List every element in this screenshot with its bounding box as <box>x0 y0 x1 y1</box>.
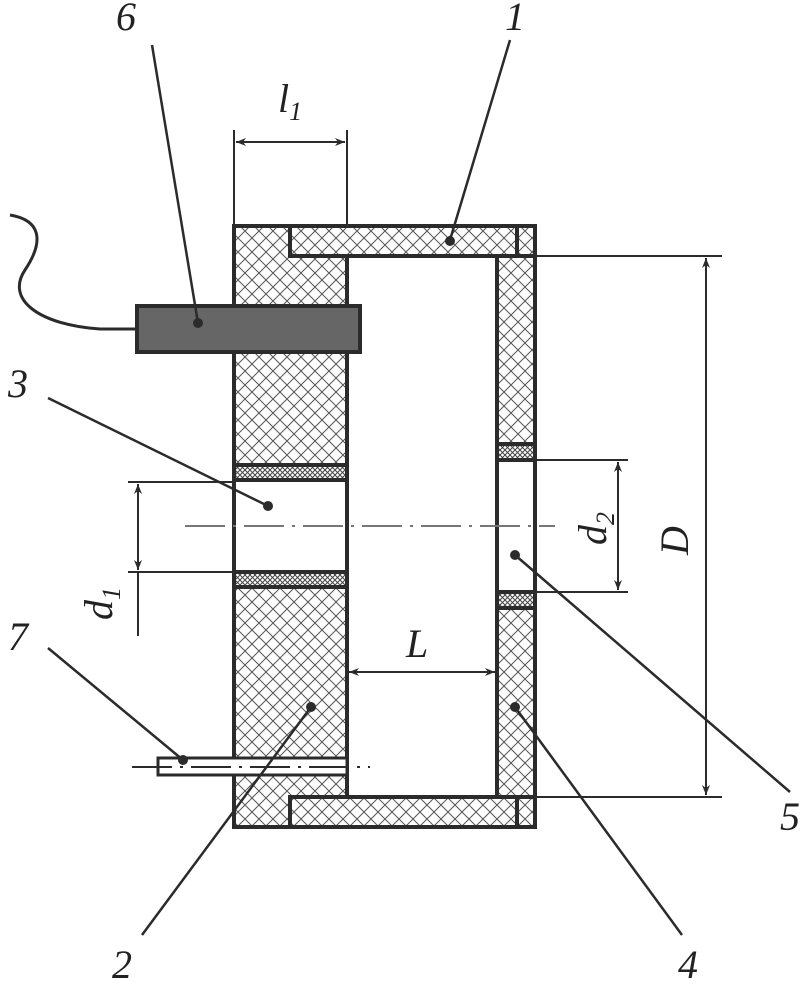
label-d1: d1 <box>76 587 126 620</box>
probe-cable <box>9 213 137 331</box>
probe-6 <box>135 304 362 354</box>
label-l1: l1 <box>278 76 302 126</box>
label-D: D <box>652 526 697 556</box>
leader-dots <box>178 236 520 765</box>
label-7: 7 <box>8 614 30 659</box>
tube-wall <box>288 224 537 829</box>
label-5: 5 <box>780 794 800 839</box>
label-d2: d2 <box>570 512 620 545</box>
label-6: 6 <box>116 0 136 39</box>
label-4: 4 <box>678 942 698 987</box>
label-L: L <box>405 621 428 666</box>
leader-lines <box>47 39 791 936</box>
label-1: 1 <box>505 0 525 39</box>
label-2: 2 <box>112 942 132 987</box>
left-block <box>232 224 349 829</box>
label-3: 3 <box>7 361 28 406</box>
